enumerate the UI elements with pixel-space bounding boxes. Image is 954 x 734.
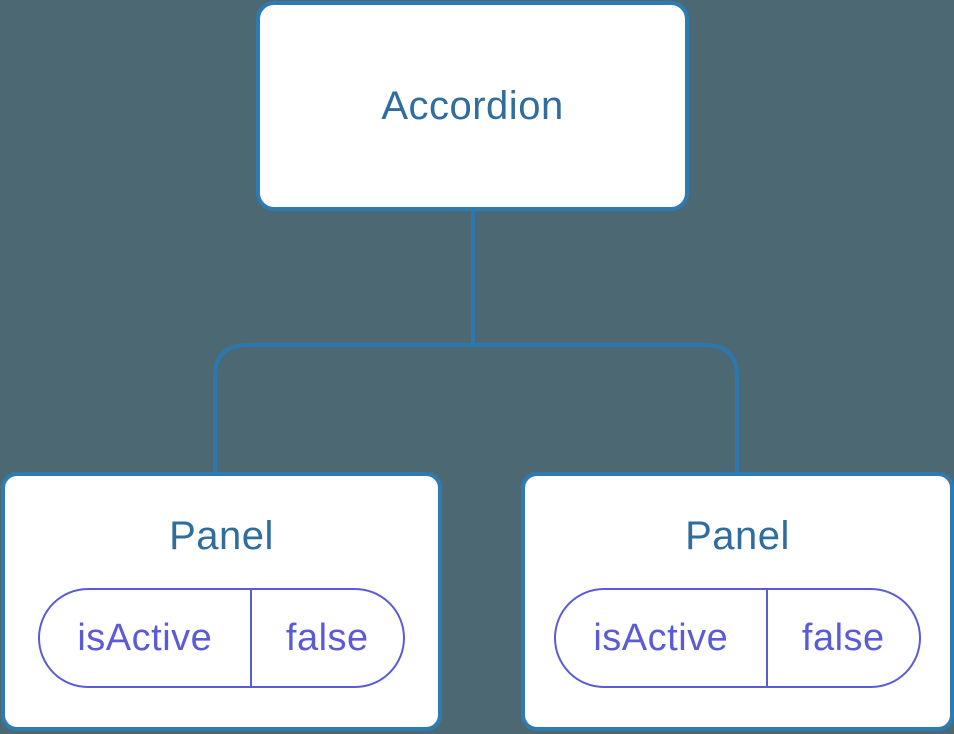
connector-branch-right [473, 343, 739, 478]
prop-name: isActive [556, 590, 768, 686]
node-panel-right: Panel isActive false [521, 472, 954, 731]
node-panel-left-label: Panel [169, 514, 274, 558]
node-panel-right-label: Panel [685, 514, 790, 558]
prop-value: false [285, 616, 369, 659]
prop-pill: isActive false [38, 588, 405, 688]
prop-value: false [801, 616, 885, 659]
node-accordion-label: Accordion [381, 84, 564, 128]
prop-name: isActive [40, 590, 252, 686]
connector-branch-left [213, 343, 473, 478]
prop-pill: isActive false [554, 588, 921, 688]
node-panel-left: Panel isActive false [1, 472, 442, 731]
node-accordion: Accordion [256, 1, 689, 211]
